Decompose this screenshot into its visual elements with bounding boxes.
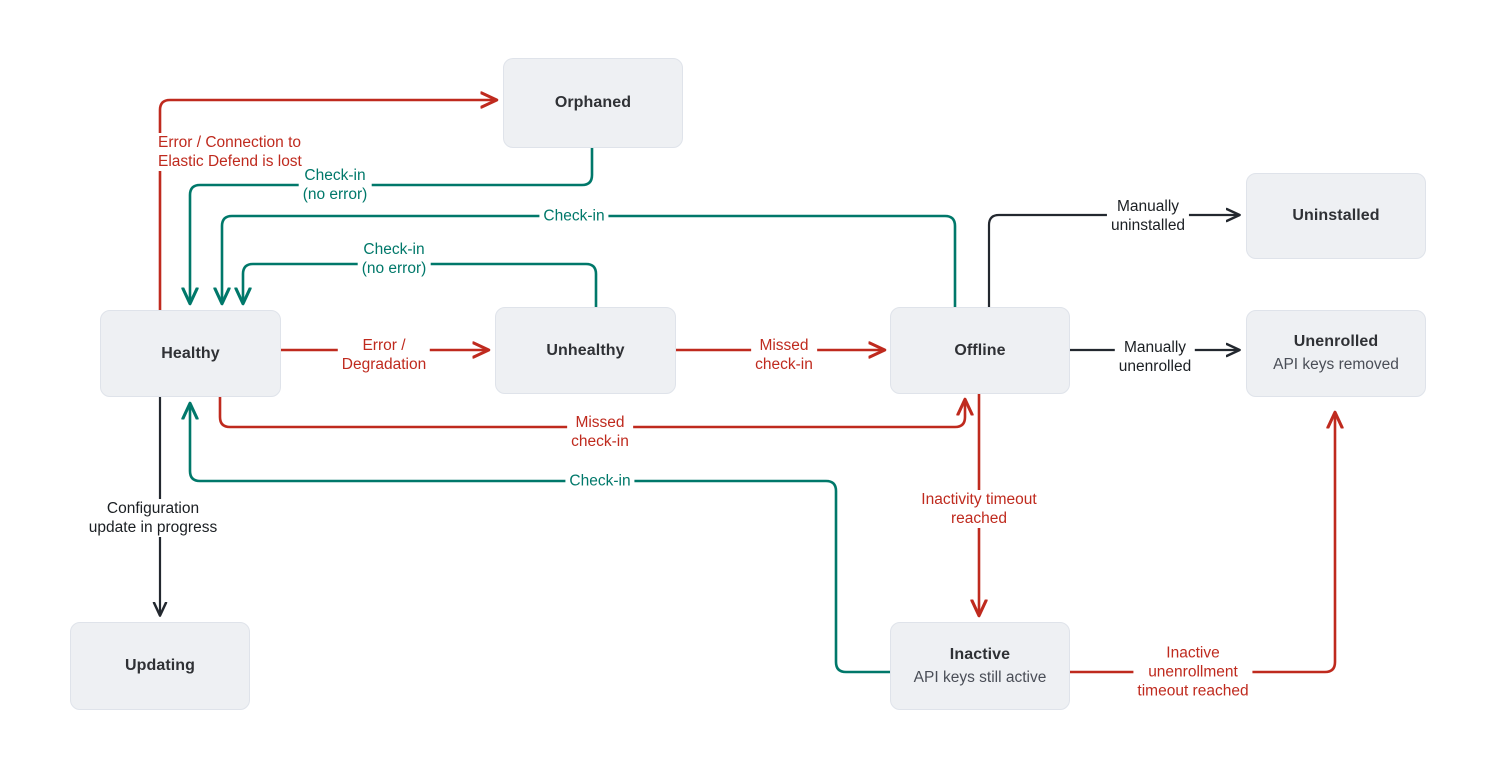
node-inactive[interactable]: Inactive API keys still active xyxy=(890,622,1070,710)
node-inactive-subtitle: API keys still active xyxy=(913,668,1047,686)
node-unhealthy-title: Unhealthy xyxy=(546,341,625,359)
edge-inactive-to-unenrolled xyxy=(1070,413,1335,674)
edge-healthy-to-offline xyxy=(218,397,965,429)
node-healthy[interactable]: Healthy xyxy=(100,310,281,397)
node-unenrolled-subtitle: API keys removed xyxy=(1273,356,1399,373)
node-healthy-title: Healthy xyxy=(161,344,220,362)
edge-healthy-to-orphaned xyxy=(158,100,496,310)
edge-orphaned-to-healthy xyxy=(190,148,594,303)
node-uninstalled-title: Uninstalled xyxy=(1292,207,1380,224)
node-offline[interactable]: Offline xyxy=(890,307,1070,394)
node-updating-title: Updating xyxy=(124,657,196,674)
edge-inactive-to-healthy xyxy=(190,404,891,674)
node-orphaned[interactable]: Orphaned xyxy=(503,58,683,148)
node-inactive-title: Inactive xyxy=(949,645,1011,663)
edge-offline-to-uninstalled xyxy=(987,215,1239,307)
node-orphaned-title: Orphaned xyxy=(554,94,632,111)
edge-offline-to-healthy-checkin xyxy=(222,214,957,307)
node-uninstalled[interactable]: Uninstalled xyxy=(1246,173,1426,259)
node-updating[interactable]: Updating xyxy=(70,622,250,710)
node-unhealthy[interactable]: Unhealthy xyxy=(495,307,676,394)
node-offline-title: Offline xyxy=(954,341,1006,359)
edge-unhealthy-to-healthy xyxy=(243,262,598,307)
node-unenrolled[interactable]: Unenrolled API keys removed xyxy=(1246,310,1426,397)
node-unenrolled-title: Unenrolled xyxy=(1293,333,1379,350)
